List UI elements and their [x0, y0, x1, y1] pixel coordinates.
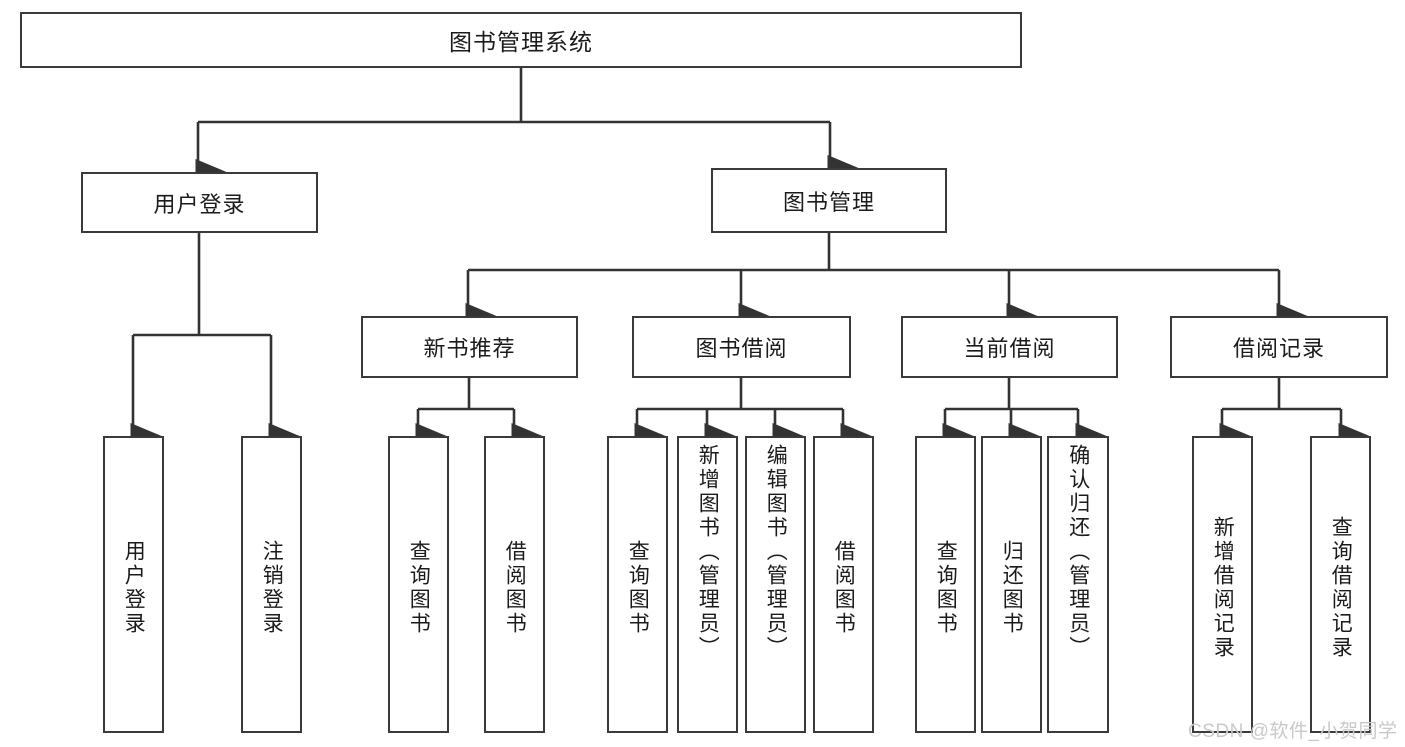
leaf-label: 新增借阅记录 — [1211, 515, 1235, 660]
leaf-user-login-logout[interactable]: 注销登录 — [241, 436, 302, 733]
node-new-book-recommend[interactable]: 新书推荐 — [361, 316, 578, 378]
leaf-current-borrow-return-book[interactable]: 归还图书 — [981, 436, 1042, 733]
leaf-new-book-borrow-book[interactable]: 借阅图书 — [484, 436, 545, 733]
node-label: 新书推荐 — [423, 336, 516, 361]
node-root-book-management-system[interactable]: 图书管理系统 — [20, 12, 1022, 68]
node-label: 用户登录 — [153, 191, 246, 217]
watermark-text: CSDN @软件_小贺同学 — [1188, 721, 1398, 742]
leaf-book-borrow-query-book[interactable]: 查询图书 — [607, 436, 668, 733]
leaf-current-borrow-confirm-return[interactable]: 确认归还（管理员） — [1047, 436, 1109, 733]
node-label: 当前借阅 — [963, 336, 1056, 361]
leaf-label: 查询图书 — [626, 539, 650, 636]
leaf-label: 查询借阅记录 — [1329, 515, 1353, 660]
node-user-login[interactable]: 用户登录 — [81, 172, 318, 233]
leaf-label: 借阅图书 — [832, 539, 856, 636]
leaf-current-borrow-query-book[interactable]: 查询图书 — [915, 436, 976, 733]
leaf-book-borrow-edit-book[interactable]: 编辑图书（管理员） — [745, 436, 806, 733]
leaf-label: 查询图书 — [407, 539, 431, 636]
leaf-label: 查询图书 — [934, 539, 958, 636]
leaf-label: 注销登录 — [260, 539, 284, 636]
leaf-new-book-query-book[interactable]: 查询图书 — [388, 436, 449, 733]
leaf-label: 借阅图书 — [503, 539, 527, 636]
node-book-borrow[interactable]: 图书借阅 — [632, 316, 851, 378]
node-book-management[interactable]: 图书管理 — [711, 168, 947, 233]
node-current-borrow[interactable]: 当前借阅 — [901, 316, 1118, 378]
leaf-label: 归还图书 — [1000, 539, 1024, 636]
leaf-book-borrow-add-book[interactable]: 新增图书（管理员） — [677, 436, 738, 733]
leaf-label: 用户登录 — [122, 539, 146, 636]
node-label: 图书管理系统 — [449, 29, 593, 55]
leaf-book-borrow-borrow-book[interactable]: 借阅图书 — [813, 436, 874, 733]
node-label: 图书管理 — [782, 189, 875, 215]
node-borrow-record[interactable]: 借阅记录 — [1170, 316, 1388, 378]
node-label: 借阅记录 — [1232, 336, 1325, 361]
leaf-label: 确认归还（管理员） — [1066, 444, 1090, 660]
node-label: 图书借阅 — [695, 336, 788, 361]
leaf-label: 新增图书（管理员） — [696, 444, 720, 660]
leaf-label: 编辑图书（管理员） — [764, 444, 788, 660]
leaf-user-login-login[interactable]: 用户登录 — [103, 436, 164, 733]
leaf-borrow-record-query-record[interactable]: 查询借阅记录 — [1310, 436, 1371, 733]
leaf-borrow-record-add-record[interactable]: 新增借阅记录 — [1192, 436, 1253, 733]
